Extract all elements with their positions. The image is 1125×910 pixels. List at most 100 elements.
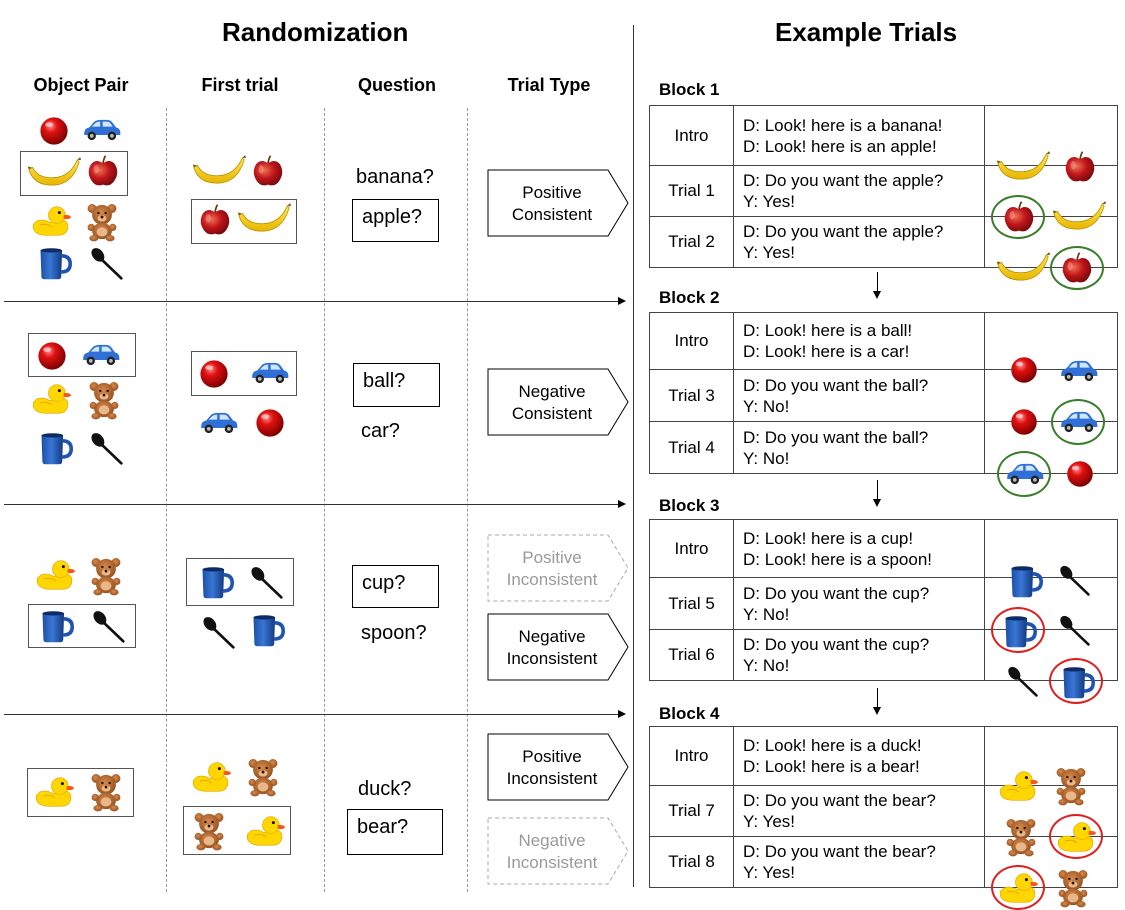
trial-name: Trial 7 (649, 785, 734, 837)
dialogue-line: D: Do you want the cup? (743, 583, 930, 603)
objects-cell (984, 519, 1118, 578)
dialogue-cell: D: Look! here is a banana!D: Look! here … (733, 105, 985, 166)
dialogue-line: D: Look! here is a cup! (743, 528, 914, 548)
dialogue-line: D: Look! here is a ball! (743, 321, 913, 340)
dialogue-line: D: Do you want the apple? (743, 171, 944, 190)
dialogue-line: D: Do you want the apple? (743, 222, 944, 241)
spoon-icon (88, 245, 124, 281)
trial-type-label: Positive Inconsistent (487, 746, 617, 790)
car-icon (248, 360, 290, 386)
dialogue-cell: D: Do you want the ball?Y: No! (733, 369, 985, 422)
trial-name: Trial 6 (649, 629, 734, 681)
table-row: Intro D: Look! here is a ball! D: Look! h… (649, 312, 1118, 370)
question-box: ball? (353, 363, 440, 407)
objects-cell (984, 836, 1118, 910)
selected-pair-box (28, 604, 136, 648)
cup-icon (37, 430, 73, 466)
dialogue-cell: D: Look! here is a cup!D: Look! here is … (733, 519, 985, 578)
dialogue-line: D: Look! here is a spoon! (743, 549, 933, 569)
trial-type-label-faded: Negative Inconsistent (487, 830, 617, 874)
teddy-bear-icon (88, 556, 124, 596)
apple-icon (1060, 251, 1094, 285)
trial-name: Trial 2 (649, 216, 734, 268)
trial-type-line2: Consistent (511, 205, 593, 224)
dialogue-line: D: Do you want the bear? (743, 842, 936, 861)
first-trial-box (186, 558, 294, 606)
trial-type-label-faded: Positive Inconsistent (487, 547, 617, 591)
ball-icon (36, 340, 68, 372)
dialogue-line: D: Look! here is a banana! (743, 115, 943, 135)
apple-icon (86, 154, 120, 188)
trial-name: Trial 8 (649, 836, 734, 888)
table-row: Intro D: Look! here is a cup!D: Look! he… (649, 519, 1118, 578)
block-label: Block 3 (659, 496, 720, 515)
dialogue-line: Y: Yes! (743, 812, 795, 831)
spoon-icon (88, 430, 124, 466)
duck-icon (34, 558, 76, 592)
block-flow-arrow (877, 272, 878, 291)
block-label: Block 1 (659, 80, 720, 99)
trial-type-line1: Positive (522, 747, 582, 766)
question-header: Question (357, 75, 436, 95)
question-box: cup? (352, 565, 439, 608)
column-divider (467, 108, 468, 892)
trial-type-line1: Negative (518, 382, 586, 401)
trial-name: Intro (649, 519, 734, 578)
dialogue-line: D: Look! here is a car! (743, 342, 910, 361)
arrowhead (618, 500, 626, 508)
arrowhead (873, 707, 881, 715)
arrowhead (873, 291, 881, 299)
first-trial-header: First trial (201, 75, 279, 95)
dialogue-line: D: Do you want the ball? (743, 375, 929, 395)
dialogue-cell: D: Do you want the bear?Y: Yes! (733, 785, 985, 837)
table-row: Trial 3 D: Do you want the ball?Y: No! (649, 369, 1118, 445)
arrowhead (618, 297, 626, 305)
trial-name: Intro (649, 312, 734, 370)
dialogue-line: D: Look! here is a duck! (743, 736, 922, 755)
car-icon (79, 342, 121, 368)
dialogue-cell: D: Do you want the cup?Y: No! (733, 577, 985, 630)
duck-icon (33, 775, 75, 809)
teddy-bear-icon (191, 811, 227, 851)
block-table: Intro D: Look! here is a ball! D: Look! h… (649, 312, 1118, 497)
spoon-icon (1005, 664, 1039, 698)
column-divider (166, 108, 167, 892)
teddy-bear-icon (245, 757, 281, 797)
dialogue-cell: D: Do you want the ball?Y: No! (733, 421, 985, 474)
question-text: car? (361, 420, 400, 442)
dialogue-line: Y: No! (743, 656, 790, 675)
arrowhead (618, 710, 626, 718)
trial-type-label: Positive Consistent (487, 182, 617, 226)
dialogue-cell: D: Do you want the apple?Y: Yes! (733, 165, 985, 217)
trial-type-line2: Inconsistent (506, 649, 598, 668)
selection-ring (997, 450, 1051, 497)
first-trial-box (191, 199, 297, 244)
selection-ring (1049, 658, 1103, 704)
trial-type-tag-faded (487, 534, 629, 602)
spoon-icon (248, 564, 284, 600)
dialogue-line: D: Do you want the cup? (743, 635, 930, 654)
banana-icon (191, 154, 247, 188)
objects-cell (984, 421, 1118, 497)
example-trials-title: Example Trials (775, 17, 958, 47)
spoon-icon (90, 608, 126, 644)
dialogue-cell: D: Do you want the cup? Y: No! (733, 629, 985, 681)
first-trial-box (191, 351, 297, 396)
objects-cell (984, 165, 1118, 239)
table-row: Trial 2 D: Do you want the apple?Y: Yes! (649, 216, 1118, 290)
selected-pair-box (28, 333, 136, 377)
ball-icon (38, 115, 70, 147)
trial-type-line1: Negative (518, 627, 586, 646)
column-divider (324, 108, 325, 892)
trial-type-tag (487, 368, 629, 436)
car-icon (80, 117, 122, 143)
trial-name: Intro (649, 105, 734, 166)
objects-cell (984, 577, 1118, 653)
trial-type-line2: Inconsistent (506, 570, 598, 589)
duck-icon (997, 871, 1039, 905)
table-row: Intro D: Look! here is a banana!D: Look!… (649, 105, 1118, 166)
dialogue-line: D: Look! here is a bear! (743, 757, 920, 776)
objects-cell (984, 726, 1118, 786)
question-text: banana? (356, 166, 434, 188)
trial-name: Trial 5 (649, 577, 734, 630)
